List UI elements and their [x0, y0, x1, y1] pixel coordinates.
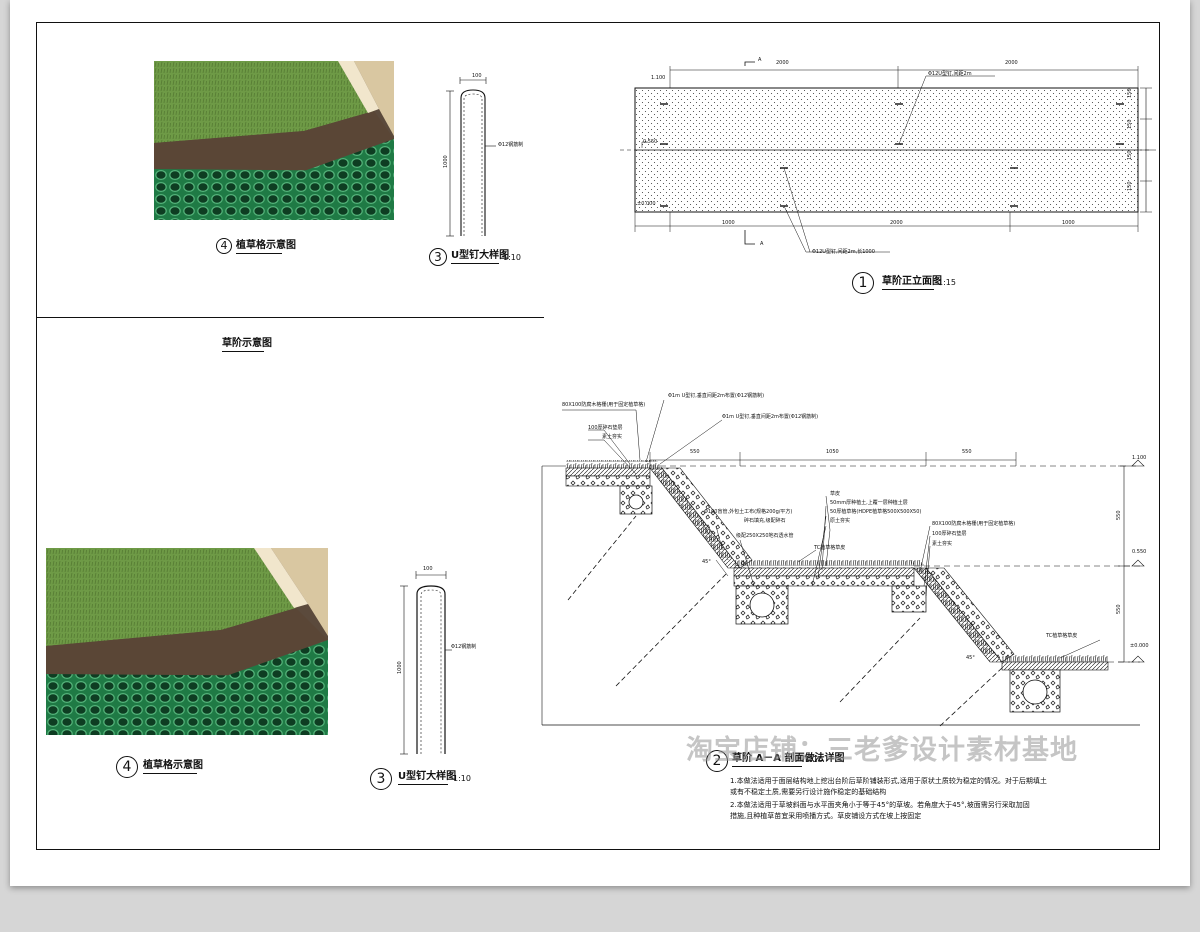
- watermark: 淘宝店铺：三老爹设计素材基地: [686, 735, 1078, 766]
- u-stake-top-caption: U型钉大样图: [451, 250, 510, 261]
- sec-angle-upper: 45°: [702, 559, 711, 565]
- sec-dim-top-2: 1050: [826, 449, 839, 455]
- step-elevation-drawing: [620, 61, 1160, 253]
- photo-top-caption-underline: [236, 253, 282, 254]
- elev-right-dim-3: 150: [1127, 150, 1133, 160]
- section-label: 草阶示意图: [222, 338, 272, 349]
- sec-callout-mid-3: 50厚植草格(HDPE植草格500X500X50): [830, 509, 922, 515]
- section-label-underline: [222, 351, 264, 352]
- sec-dim-top-3: 550: [962, 449, 972, 455]
- elev-callout-bottom: Φ12U型钉,间距2m,长1000: [812, 249, 875, 255]
- section-scale: 1:10: [805, 755, 823, 764]
- elev-bottom-dim-3: 1000: [1062, 220, 1075, 226]
- elev-top-dim-1: 2000: [776, 60, 789, 66]
- elev-bottom-dim-2: 2000: [890, 220, 903, 226]
- sec-callout-top-2: 100厚碎石垫层: [588, 425, 623, 431]
- u-stake-detail-top: [446, 77, 496, 237]
- elev-level-mid: 0.550: [643, 139, 658, 145]
- sec-level-1: 1.100: [1132, 455, 1147, 461]
- sec-callout-mid-2: 50mm厚种植土,上覆一层种植土层: [830, 500, 908, 506]
- sec-callout-left-1: Φ100盲管,外包土工布(规格200g/平方): [704, 509, 793, 515]
- detail-index-3-top: 3: [429, 248, 447, 266]
- grass-paver-photo-top: [154, 61, 394, 220]
- u-stake-bottom-caption: U型钉大样图: [398, 771, 457, 782]
- elev-top-dim-2: 2000: [1005, 60, 1018, 66]
- sec-angle-lower: 45°: [966, 655, 975, 661]
- sec-callout-top-5: Φ1m U型钉,垂直间距2m布置(Φ12钢筋制): [722, 414, 819, 420]
- elev-right-dim-2: 150: [1127, 119, 1133, 129]
- sec-dim-top-1: 550: [690, 449, 700, 455]
- u-stake-bottom-callout: Φ12钢筋制: [451, 644, 477, 650]
- sec-level-3: ±0.000: [1130, 643, 1149, 649]
- u-stake-bottom-width-dim: 100: [423, 566, 433, 572]
- elev-bottom-dim-1: 1000: [722, 220, 735, 226]
- elev-callout-top: Φ12U型钉,间距2m: [928, 71, 972, 77]
- u-stake-bottom-caption-underline: [398, 784, 448, 785]
- sec-callout-bench: TC植草格草皮: [814, 545, 846, 551]
- sec-callout-top-1: 80X100防腐木格栅(用于固定植草格): [562, 402, 646, 408]
- sec-callout-right-3: 素土夯实: [932, 541, 953, 547]
- u-stake-top-callout: Φ12钢筋制: [498, 142, 524, 148]
- section-caption-underline: [732, 766, 802, 767]
- frame-divider: [36, 317, 544, 318]
- photo-bottom-caption-underline: [143, 773, 197, 774]
- elev-right-dim-4: 150: [1127, 181, 1133, 191]
- photo-bottom-caption: 植草格示意图: [143, 760, 203, 771]
- note-line-4: 措施,且种植草苗宜采用喷播方式。草皮铺设方式在坡上按固定: [730, 812, 922, 820]
- elevation-caption: 草阶正立面图: [882, 276, 942, 287]
- sec-callout-left-3: 级配250X250地石透水管: [736, 533, 794, 539]
- sec-callout-right-1: 80X100防腐木格栅(用于固定植草格): [932, 521, 1016, 527]
- drawing-frame: [36, 22, 1160, 850]
- detail-index-3-bottom: 3: [370, 768, 392, 790]
- detail-index-1: 1: [852, 272, 874, 294]
- elevation-scale: 1:15: [938, 278, 956, 287]
- elev-level-bottom: ±0.000: [637, 201, 656, 207]
- u-stake-top-width-dim: 100: [472, 73, 482, 79]
- elev-section-mark-top: A: [758, 57, 762, 63]
- sec-callout-right-2: 100厚碎石垫层: [932, 531, 967, 537]
- detail-index-4-bottom: 4: [116, 756, 138, 778]
- sec-callout-bottom: TC植草格草皮: [1046, 633, 1078, 639]
- grass-paver-photo-bottom: [46, 548, 328, 735]
- sec-callout-top-3: 素土夯实: [602, 434, 623, 440]
- step-section-drawing: [541, 399, 1145, 727]
- section-caption: 草阶 A－A 剖面做法详图: [732, 753, 845, 764]
- sec-callout-top-4: Φ1m U型钉,垂直间距2m布置(Φ12钢筋制): [668, 393, 765, 399]
- u-stake-top-length-dim: 1000: [443, 155, 449, 168]
- u-stake-bottom-scale: 1:10: [453, 774, 471, 783]
- note-line-1: 1.本做法适用于面层结构地上挖出台阶后草阶铺装形式,适用于原状土质较为稳定的情况…: [730, 777, 1047, 785]
- sec-callout-mid-1: 草皮: [830, 491, 841, 497]
- elev-right-dim-1: 150: [1127, 88, 1133, 98]
- sec-dim-right-1: 550: [1116, 510, 1122, 520]
- detail-index-2: 2: [706, 750, 728, 772]
- u-stake-bottom-length-dim: 1000: [397, 661, 403, 674]
- u-stake-top-scale: 1:10: [503, 253, 521, 262]
- note-line-3: 2.本做法适用于草坡斜面与水平面夹角小于等于45°的草坡。若角度大于45°,坡面…: [730, 801, 1030, 809]
- elev-level-top: 1.100: [651, 75, 666, 81]
- elevation-caption-underline: [882, 289, 934, 290]
- note-line-2: 或有不稳定土质,需要另行设计施作稳定的基础结构: [730, 788, 887, 796]
- sec-callout-mid-4: 原土夯实: [830, 518, 851, 524]
- photo-top-caption: 植草格示意图: [236, 240, 296, 251]
- sec-callout-left-2: 碎石填充,级配碎石: [744, 518, 786, 524]
- sec-level-2: 0.550: [1132, 549, 1147, 555]
- elev-section-mark-bottom: A: [760, 241, 764, 247]
- sec-dim-right-2: 550: [1116, 604, 1122, 614]
- detail-index-4-top: 4: [216, 238, 232, 254]
- u-stake-detail-bottom: [400, 571, 452, 755]
- u-stake-top-caption-underline: [451, 263, 499, 264]
